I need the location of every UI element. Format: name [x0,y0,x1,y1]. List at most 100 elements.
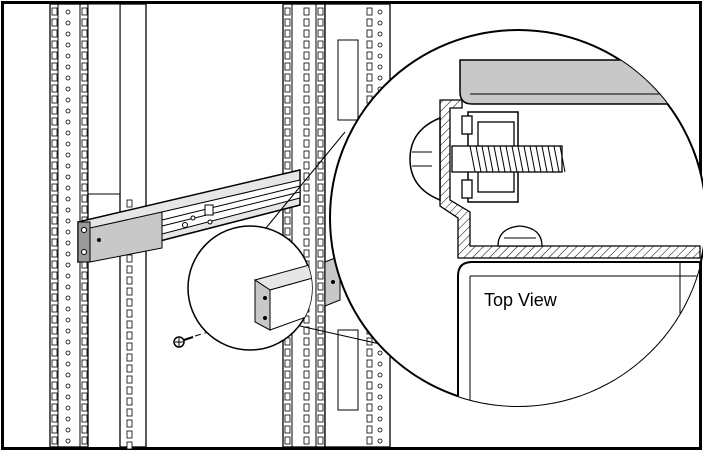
rack-hole [377,75,383,81]
rack-hole [81,304,88,313]
rack-hole [303,194,310,203]
rack-hole [377,394,383,400]
rack-hole [366,84,373,93]
rack-hole [317,282,324,291]
rack-hole [303,40,310,49]
rack-hole [303,117,310,126]
rack-hole [65,9,71,15]
rack-hole [65,196,71,202]
rack-hole [81,73,88,82]
bolt-thread [505,145,512,173]
rack-hole [377,53,383,59]
rack-hole [303,73,310,82]
rack-hole [65,438,71,444]
rack-hole [126,386,133,395]
rack-hole [284,18,291,27]
rack-hole [284,7,291,16]
rack-hole [377,64,383,70]
rack-hole [303,227,310,236]
rack-hole [51,216,58,225]
bolt-thread [553,145,560,173]
rack-hole [126,408,133,417]
rack-hole [303,7,310,16]
rack-hole [51,51,58,60]
rack-hole [81,205,88,214]
rack-hole [51,238,58,247]
rack-hole [317,95,324,104]
rack-hole [65,31,71,37]
rack-hole [317,117,324,126]
rack-hole [81,117,88,126]
rack-hole [317,238,324,247]
rack-hole [377,372,383,378]
bolt-thread [469,145,476,173]
rack-hole [51,304,58,313]
rack-hole [126,364,133,373]
rack-hole [126,309,133,318]
rack-hole [65,306,71,312]
rack-hole [317,249,324,258]
rack-hole [65,108,71,114]
rack-hole [65,218,71,224]
rack-hole [65,119,71,125]
rack-hole [366,7,373,16]
rack-hole [65,75,71,81]
slide-rail [77,169,301,263]
rack-hole [366,62,373,71]
rack-hole [65,42,71,48]
rack-hole [81,315,88,324]
rack-hole [377,405,383,411]
rack-hole [303,216,310,225]
rack-hole [303,150,310,159]
rack-hole [303,95,310,104]
rack-hole [303,29,310,38]
rack-hole [65,229,71,235]
rack-hole [284,359,291,368]
rack-hole [366,359,373,368]
rack-hole [81,139,88,148]
rack-hole [126,254,133,263]
rack-hole [51,40,58,49]
bolt-thread [481,145,488,173]
rack-hole [284,348,291,357]
rack-hole [65,141,71,147]
rack-hole [317,337,324,346]
rack-hole [377,20,383,26]
bolt-thread [547,145,554,173]
rack-hole [284,370,291,379]
rack-hole [303,425,310,434]
rack-hole [303,249,310,258]
rack-hole [303,51,310,60]
rack-hole [317,73,324,82]
rack-hole [81,29,88,38]
rack-hole [317,436,324,445]
rack-hole [284,150,291,159]
rack-hole [51,414,58,423]
rack-hole [51,106,58,115]
rack-hole [317,348,324,357]
rack-hole [65,405,71,411]
rack-hole [65,185,71,191]
rack-hole [51,150,58,159]
rack-hole [366,425,373,434]
rack-hole [284,425,291,434]
rack-hole [303,18,310,27]
rack-hole [377,427,383,433]
rack-hole [51,194,58,203]
rack-hole [81,381,88,390]
rack-hole [284,216,291,225]
rack-hole [51,7,58,16]
rack-hole [303,128,310,137]
rack-hole [51,29,58,38]
rack-hole [51,84,58,93]
rack-hole [303,106,310,115]
rack-hole [51,161,58,170]
rack-hole [317,227,324,236]
rack-hole [303,414,310,423]
rack-hole [303,436,310,445]
rack-hole [51,315,58,324]
rack-hole [317,260,324,269]
rack-hole [51,139,58,148]
rack-hole [81,392,88,401]
